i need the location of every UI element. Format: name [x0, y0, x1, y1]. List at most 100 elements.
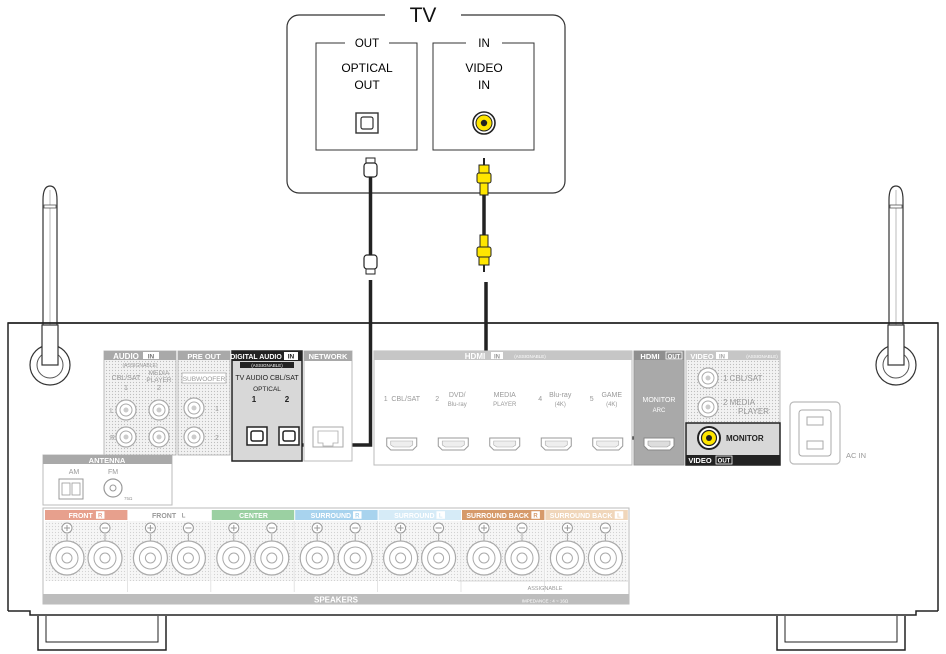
- hdmi-in-port-label: MEDIA: [494, 392, 517, 399]
- speaker-terminal-minus[interactable]: [337, 522, 373, 576]
- video-in-sub: (ASSIGNABLE): [746, 354, 778, 359]
- tv-optical-label-1: OPTICAL: [341, 61, 393, 75]
- hdmi-out-port[interactable]: [643, 437, 675, 451]
- subwoofer-jack[interactable]: [183, 426, 205, 448]
- speaker-terminal-plus[interactable]: [299, 522, 335, 576]
- hdmi-out-badge: OUT: [668, 355, 681, 361]
- digital-audio-title: DIGITAL AUDIO: [230, 354, 282, 361]
- hdmi-in-port-number: 4: [538, 396, 542, 403]
- digital-audio-line1: TV AUDIO CBL/SAT: [235, 375, 299, 382]
- speaker-group-badge: R: [98, 514, 103, 520]
- hdmi-in-port[interactable]: [540, 437, 572, 451]
- audio-in-jack[interactable]: [148, 426, 170, 448]
- speaker-group-badge: L: [182, 514, 186, 520]
- speaker-group-label: SURROUND BACK: [466, 513, 529, 520]
- speaker-group-badge: R: [533, 514, 538, 520]
- hdmi-in-badge: IN: [494, 355, 500, 361]
- video-in-title: VIDEO: [690, 352, 714, 361]
- subwoofer-jack[interactable]: [183, 397, 205, 419]
- speaker-terminal-minus[interactable]: [504, 522, 540, 576]
- video-out-monitor-jack[interactable]: [697, 426, 721, 450]
- video-in-jack-2[interactable]: [697, 396, 719, 418]
- hdmi-in-sub: (ASSIGNABLE): [514, 354, 546, 359]
- fm-antenna-jack[interactable]: [103, 478, 123, 498]
- tv-optical-label-2: OUT: [354, 78, 380, 92]
- ethernet-port[interactable]: [312, 426, 344, 448]
- speaker-terminal-plus[interactable]: [549, 522, 586, 576]
- speaker-terminal-plus[interactable]: [216, 522, 252, 576]
- tv-title: TV: [410, 4, 437, 27]
- optical-in-jack-1[interactable]: [246, 426, 268, 446]
- video-out-title: VIDEO: [688, 456, 712, 465]
- optical-in-jack-2[interactable]: [278, 426, 300, 446]
- hdmi-in-port-label: DVD/: [449, 392, 466, 399]
- audio-in-jack[interactable]: [115, 399, 137, 421]
- hdmi-in-port-sub: (4K): [606, 402, 617, 408]
- tv-in-section-label: IN: [478, 38, 490, 50]
- audio-in-badge: IN: [148, 354, 155, 361]
- tv-optical-out-jack[interactable]: [355, 112, 379, 134]
- pre-out-n2: 2: [215, 435, 219, 442]
- hdmi-out-line2: ARC: [653, 408, 666, 414]
- audio-in-col1-b: 1: [124, 385, 128, 392]
- digital-audio-n1: 1: [252, 395, 257, 404]
- speakers-assignable: ASSIGNABLE: [528, 586, 563, 592]
- pre-out-panel: PRE OUT SUBWOOFER 1 2: [177, 350, 231, 456]
- video-in-p2b: PLAYER: [738, 407, 769, 416]
- hdmi-out-line1: MONITOR: [643, 397, 676, 404]
- speaker-terminal-minus[interactable]: [254, 522, 290, 576]
- antenna-panel: ANTENNA AM FM 75Ω: [42, 454, 173, 506]
- antenna-right: [875, 185, 917, 386]
- receiver-chassis: [7, 322, 939, 651]
- hdmi-in-port[interactable]: [437, 437, 469, 451]
- audio-in-sub: (ASSIGNABLE): [122, 363, 157, 369]
- hdmi-in-title: HDMI: [465, 352, 485, 361]
- hdmi-in-port-sub: Blu-ray: [448, 402, 467, 408]
- speaker-terminal-plus[interactable]: [383, 522, 419, 576]
- speaker-terminal-minus[interactable]: [421, 522, 457, 576]
- network-title: NETWORK: [309, 352, 348, 361]
- hdmi-in-port-sub: PLAYER: [493, 402, 517, 408]
- audio-in-jack[interactable]: [115, 426, 137, 448]
- antenna-title: ANTENNA: [89, 456, 126, 465]
- speaker-group-label: SURROUND: [311, 513, 351, 520]
- audio-in-title: AUDIO: [113, 352, 139, 361]
- audio-in-panel: AUDIO IN (ASSIGNABLE) CBL/SAT 1 MEDIA PL…: [103, 350, 177, 456]
- speaker-group-badge: L: [617, 514, 621, 520]
- hdmi-in-port[interactable]: [489, 437, 521, 451]
- speaker-terminal-minus[interactable]: [170, 522, 206, 576]
- speaker-terminal-plus[interactable]: [466, 522, 502, 576]
- pre-out-title: PRE OUT: [187, 352, 221, 361]
- hdmi-in-port[interactable]: [386, 437, 418, 451]
- speaker-group-label: SURROUND BACK: [550, 513, 613, 520]
- speakers-impedance: IMPEDANCE : 4 ~ 16Ω: [522, 599, 569, 604]
- hdmi-in-port-label: GAME: [601, 392, 622, 399]
- antenna-left: [29, 185, 71, 386]
- hdmi-in-port[interactable]: [592, 437, 624, 451]
- tv-video-label-2: IN: [478, 78, 490, 92]
- video-out-badge: OUT: [718, 459, 731, 465]
- speaker-group-badge: L: [439, 514, 443, 520]
- am-antenna-terminal[interactable]: [58, 478, 84, 500]
- audio-in-col2-c: 2: [157, 385, 161, 392]
- audio-in-l-label: L: [110, 408, 114, 415]
- hdmi-in-port-number: 1: [384, 396, 388, 403]
- antenna-am-label: AM: [69, 469, 80, 476]
- video-in-p1: 1 CBL/SAT: [723, 374, 763, 383]
- video-in-p2a: 2 MEDIA: [723, 398, 756, 407]
- speaker-terminal-minus[interactable]: [87, 522, 123, 576]
- speaker-terminal-plus[interactable]: [49, 522, 85, 576]
- audio-in-jack[interactable]: [148, 399, 170, 421]
- audio-in-col1-a: CBL/SAT: [112, 375, 141, 382]
- speaker-terminal-plus[interactable]: [132, 522, 168, 576]
- speaker-terminal-minus[interactable]: [587, 522, 624, 576]
- network-panel: NETWORK: [303, 350, 353, 462]
- digital-audio-n2: 2: [285, 395, 290, 404]
- tv-video-in-jack[interactable]: [472, 111, 496, 135]
- video-in-jack-1[interactable]: [697, 367, 719, 389]
